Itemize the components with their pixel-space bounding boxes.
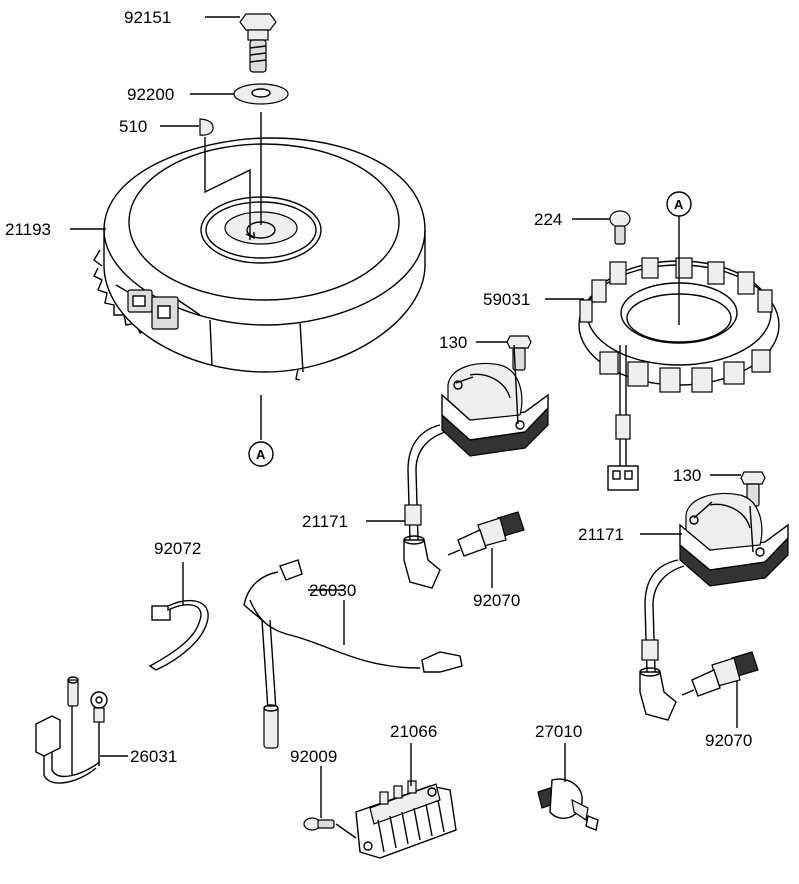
screw-224 (609, 210, 631, 245)
ref-circle-a-stator (666, 191, 692, 217)
flywheel-21193 (93, 137, 426, 381)
lead-wire-26030 (243, 559, 463, 749)
label-130-upper: 130 (439, 333, 467, 352)
ref-a-stator: A (674, 197, 684, 212)
label-92151: 92151 (124, 8, 171, 27)
label-26031: 26031 (130, 747, 177, 766)
ref-circle-a-flywheel (248, 441, 274, 467)
label-26030: 26030 (309, 581, 356, 600)
label-92070-lower: 92070 (705, 731, 752, 750)
label-21066: 21066 (390, 722, 437, 741)
screw-92009 (303, 817, 335, 831)
bolt-92151 (239, 13, 277, 73)
label-92200: 92200 (127, 85, 174, 104)
label-92070-upper: 92070 (473, 591, 520, 610)
mount-line-left-1 (455, 376, 474, 384)
regulator-21066 (355, 780, 457, 859)
screw-130-lower (740, 471, 766, 507)
label-21171-left: 21171 (302, 512, 348, 531)
label-92072: 92072 (154, 539, 201, 558)
label-27010: 27010 (535, 722, 582, 741)
washer-92200 (233, 83, 289, 105)
mount-line-left-2 (513, 344, 519, 425)
label-59031: 59031 (483, 290, 530, 309)
label-21193: 21193 (5, 220, 51, 239)
screw-130-upper (506, 335, 532, 371)
spark-plug-92070-lower (681, 651, 759, 697)
spark-plug-92070-upper (447, 511, 525, 557)
leader-92009-b (335, 823, 357, 839)
pressure-switch-27010 (537, 778, 599, 831)
harness-26031 (35, 676, 108, 784)
mount-line-right-1 (693, 501, 713, 519)
key-locator-line (204, 137, 251, 240)
label-224: 224 (534, 210, 562, 229)
ignition-coil-21171-left (403, 362, 549, 589)
label-510: 510 (119, 117, 147, 136)
key-510 (199, 118, 214, 136)
ref-a-flywheel: A (256, 447, 266, 462)
label-92009: 92009 (290, 747, 337, 766)
mount-line-right-2 (749, 505, 754, 553)
label-21171-right: 21171 (578, 525, 624, 544)
label-130-lower: 130 (673, 466, 701, 485)
cable-tie-92072 (148, 599, 209, 671)
